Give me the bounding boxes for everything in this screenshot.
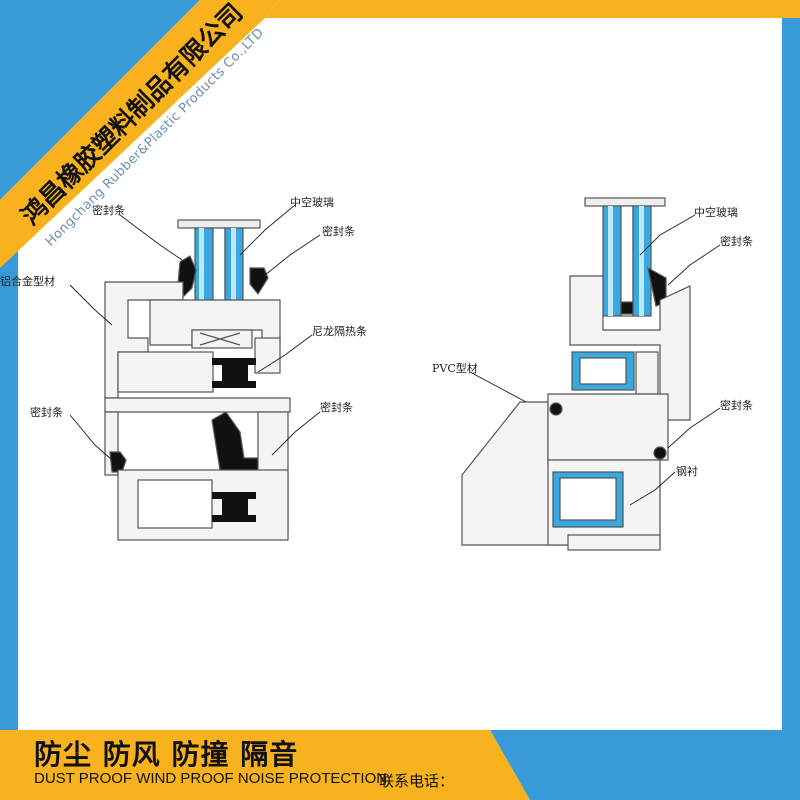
footer-slogan-en: DUST PROOF WIND PROOF NOISE PROTECTION <box>34 770 388 787</box>
frame-bottom-orange <box>0 730 530 800</box>
left-label-alu-profile: 铝合金型材 <box>0 275 55 288</box>
right-section-pvc <box>461 197 691 551</box>
right-pvc-frame-mid <box>547 393 669 461</box>
left-bottom-box <box>137 479 213 529</box>
frame-left-blue <box>0 230 18 730</box>
footer-contact-label: 联系电话： <box>379 772 455 790</box>
left-alu-mid-rail <box>104 397 291 413</box>
right-label-seal-top: 密封条 <box>720 235 753 248</box>
right-hollow-glass <box>602 205 652 317</box>
right-label-steel-liner: 钢衬 <box>676 465 698 478</box>
right-pvc-box-a <box>635 351 659 395</box>
right-steel-liner-upper-inner <box>579 357 627 385</box>
footer-slogan-cn: 防尘 防风 防撞 隔音 <box>34 738 299 771</box>
left-nylon-strip-lower <box>212 492 256 522</box>
left-profile-box-2 <box>117 351 214 393</box>
left-label-seal-right: 密封条 <box>322 225 355 238</box>
frame-right-blue <box>782 18 800 730</box>
right-steel-liner-lower-inner <box>559 477 617 521</box>
frame-bottom-blue <box>490 730 800 800</box>
left-alu-frame-sash <box>149 299 281 346</box>
left-label-seal-bottom: 密封条 <box>320 401 353 414</box>
left-label-seal-top: 密封条 <box>92 204 125 217</box>
left-label-hollow-glass: 中空玻璃 <box>290 196 334 209</box>
left-nylon-strip-upper <box>212 358 256 388</box>
right-pvc-frame-upper <box>569 275 691 421</box>
left-gasket-left <box>109 451 127 473</box>
right-label-seal-mid: 密封条 <box>720 399 753 412</box>
right-label-pvc-profile: PVC型材 <box>432 362 478 375</box>
frame-corner-orange <box>0 0 280 268</box>
right-seal-gasket-mid <box>549 402 563 416</box>
left-section-alu <box>104 219 291 541</box>
left-glass-cap <box>177 219 261 229</box>
left-label-seal-left: 密封条 <box>30 406 63 419</box>
right-label-hollow-glass: 中空玻璃 <box>694 206 738 219</box>
right-seal-gasket-lower <box>653 446 667 460</box>
left-seal-gasket-right <box>249 267 269 296</box>
leader-lines <box>69 204 721 506</box>
left-profile-box-3 <box>254 337 281 374</box>
left-label-nylon-strip: 尼龙隔热条 <box>312 325 367 338</box>
left-cross-strip-1 <box>199 332 241 346</box>
right-glass-cap <box>584 197 666 207</box>
right-pvc-base <box>567 534 661 551</box>
frame-top-orange <box>265 0 800 18</box>
